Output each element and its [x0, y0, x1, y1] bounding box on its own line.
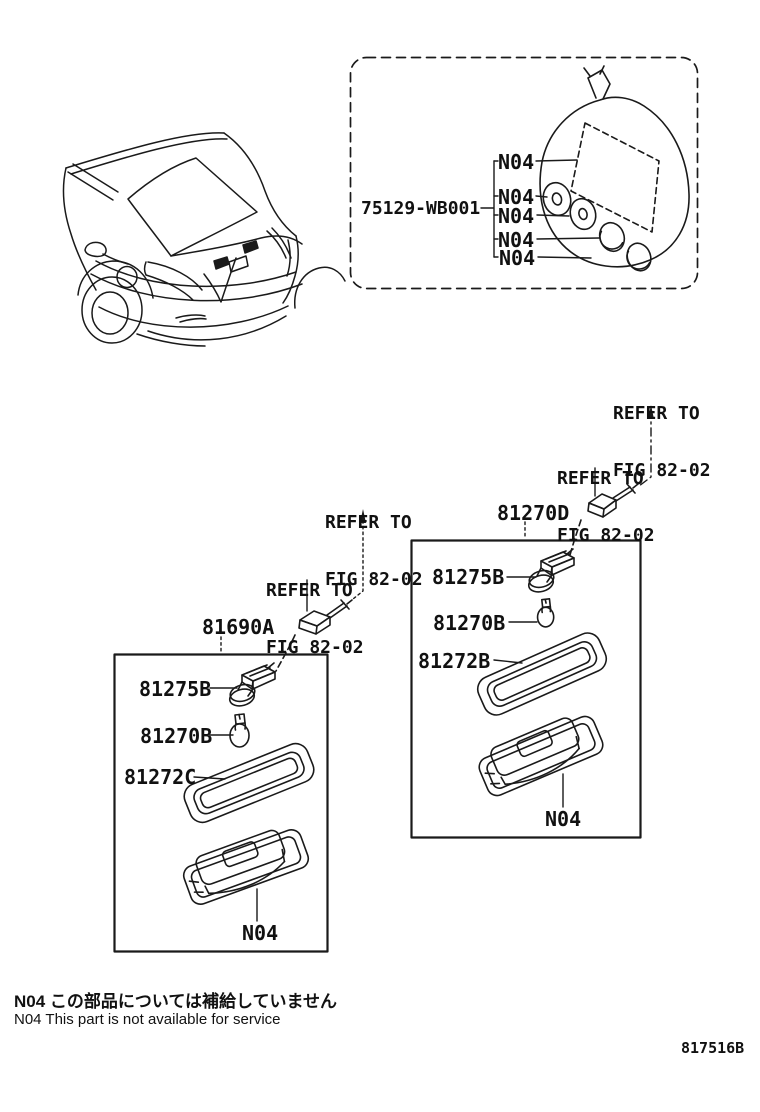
- kit-item-tag: N04: [499, 246, 536, 270]
- left-part-leaders: [194, 637, 257, 921]
- refer-note-line2: FIG 82-02: [266, 637, 364, 658]
- refer-note-line2: FIG 82-02: [613, 460, 711, 481]
- right-gasket-label: 81272B: [418, 649, 491, 673]
- left-box-border: [115, 655, 328, 952]
- figure-code: 817516B: [681, 1039, 745, 1057]
- kit-item-tag: N04: [498, 228, 535, 252]
- refer-note-mid-right: REFER TO FIG 82-02: [557, 431, 655, 583]
- refer-note-top-right: REFER TO FIG 82-02: [613, 366, 711, 518]
- kit-hardware-box: [351, 58, 698, 289]
- refer-note-mid-left: REFER TO FIG 82-02: [325, 475, 423, 627]
- refer-note-lower-left: REFER TO FIG 82-02: [266, 543, 364, 695]
- refer-note-line1: REFER TO: [325, 512, 412, 533]
- right-assembly-label: 81270D: [497, 501, 570, 525]
- refer-leader-lines: [307, 405, 654, 611]
- footnote-japanese: N04 この部品については補給していません: [14, 992, 338, 1011]
- right-assembly-box: [412, 522, 641, 838]
- kit-item-tag: N04: [498, 204, 535, 228]
- footnote-english: N04 This part is not available for servi…: [14, 1011, 281, 1028]
- refer-note-line1: REFER TO: [613, 403, 700, 424]
- left-bulb-label: 81270B: [140, 724, 213, 748]
- kit-item-tag: N04: [498, 150, 535, 174]
- kit-part-number-label: 75129-WB001: [361, 198, 481, 219]
- bag-illustration: [540, 66, 689, 274]
- refer-note-line2: FIG 82-02: [325, 569, 423, 590]
- left-gasket-label: 81272C: [124, 765, 197, 789]
- right-part-leaders: [494, 522, 563, 807]
- kit-bracket-and-leaders: [481, 160, 599, 258]
- left-assembly-label: 81690A: [202, 615, 275, 639]
- left-assembly-box: [115, 637, 328, 952]
- right-housing-tag: N04: [545, 807, 582, 831]
- refer-note-line1: REFER TO: [557, 468, 644, 489]
- left-housing-tag: N04: [242, 921, 279, 945]
- right-bulb-label: 81270B: [433, 611, 506, 635]
- kit-dashed-border: [351, 58, 698, 289]
- kit-item-tag: N04: [498, 185, 535, 209]
- car-illustration: [64, 133, 345, 346]
- harness-connector-right: [570, 484, 638, 555]
- right-socket-label: 81275B: [432, 565, 505, 589]
- refer-note-line1: REFER TO: [266, 580, 353, 601]
- left-socket-label: 81275B: [139, 677, 212, 701]
- right-box-border: [412, 541, 641, 838]
- refer-note-line2: FIG 82-02: [557, 525, 655, 546]
